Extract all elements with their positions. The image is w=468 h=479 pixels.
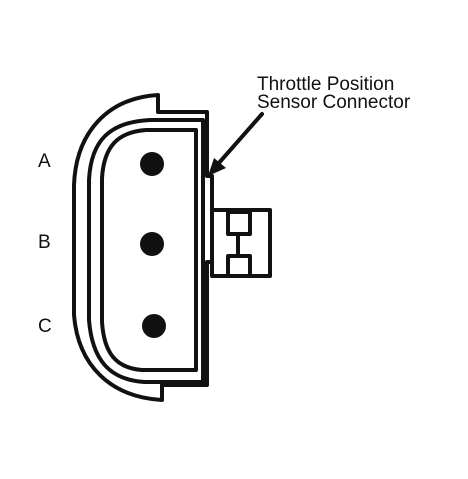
pin-a-label: A — [38, 151, 51, 172]
pin-c-label: C — [38, 316, 52, 337]
callout-line-1: Throttle Position — [257, 74, 394, 95]
pin-c-terminal — [142, 314, 166, 338]
callout-line-2: Sensor Connector — [257, 92, 411, 113]
pin-b-terminal — [140, 232, 164, 256]
locking-tab — [210, 208, 272, 278]
pin-a-terminal — [140, 152, 164, 176]
callout-arrow — [208, 112, 264, 176]
connector-outer-shell — [72, 93, 214, 402]
connector-middle-shell — [87, 118, 205, 384]
pin-b-label: B — [38, 232, 51, 253]
connector-pin-cavity — [100, 128, 198, 372]
